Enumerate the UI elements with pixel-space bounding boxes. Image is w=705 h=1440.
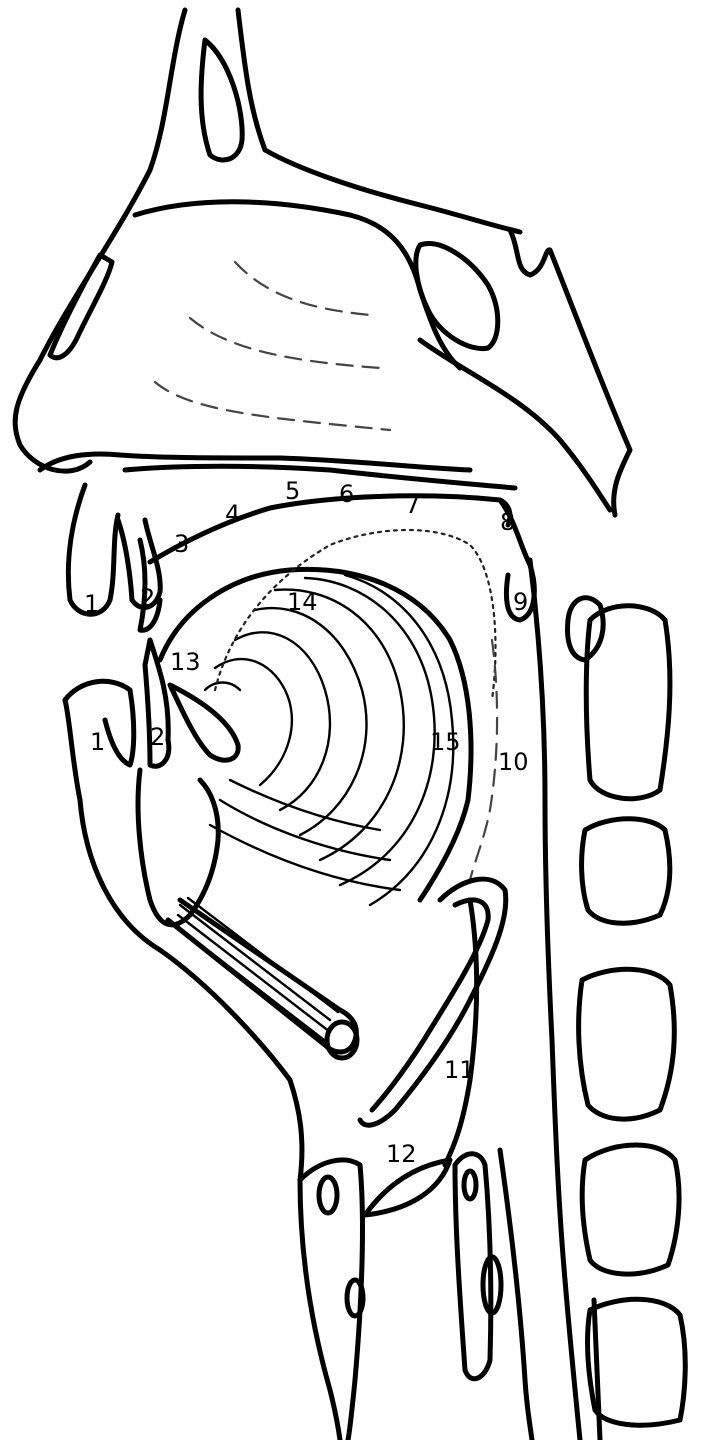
label-2-lower-teeth: 2: [150, 723, 165, 751]
label-9-uvula: 9: [513, 588, 528, 616]
label-14-tongue-body: 14: [287, 588, 318, 616]
label-12-glottis: 12: [386, 1140, 417, 1168]
nasal-conchae: [235, 262, 370, 315]
tongue-fiber: [305, 578, 435, 885]
label-7-palate: 7: [405, 491, 420, 519]
sphenoid-sinus: [416, 244, 498, 349]
nasal-bone-outline: [15, 10, 185, 471]
vertebra-c3: [582, 819, 670, 923]
nasal-conchae: [155, 382, 390, 430]
label-3-alveolar-ridge: 3: [174, 530, 189, 558]
label-8-velum: 8: [500, 508, 515, 536]
tongue-fiber: [255, 608, 367, 835]
epiglottis: [360, 879, 506, 1125]
tongue-fiber: [230, 780, 380, 830]
vertebra-c4: [579, 969, 675, 1119]
label-5-hard-palate: 5: [285, 477, 300, 505]
label-10-pharynx: 10: [498, 748, 529, 776]
chin-outline: [65, 700, 302, 1180]
nasal-cavity-roof: [135, 202, 460, 368]
label-15-tongue-root: 15: [430, 728, 461, 756]
hard-palate-lower: [150, 496, 510, 562]
spinal-line: [594, 1300, 600, 1440]
label-4-postalveolar: 4: [225, 500, 240, 528]
tongue-fiber: [205, 683, 240, 691]
nasal-conchae: [190, 318, 380, 368]
hyoid-muscle-stripe: [178, 915, 330, 1032]
label-13-tongue-tip: 13: [170, 648, 201, 676]
skull-base: [510, 230, 630, 515]
vertebra-c2: [586, 606, 670, 799]
label-1-upper-lip: 1: [84, 590, 99, 618]
esophagus-wall: [500, 1150, 532, 1440]
nasal-bone-inner: [238, 10, 520, 232]
pharyngeal-dashed-line: [470, 640, 497, 880]
trachea-front: [300, 1180, 340, 1440]
hyoid-muscle-stripe: [180, 905, 330, 1020]
vocal-folds: [365, 1160, 450, 1215]
cricoid-ring: [347, 1280, 363, 1316]
label-11-epiglottis: 11: [444, 1056, 475, 1084]
nasal-cartilage: [50, 255, 112, 358]
pharynx-posterior-wall: [530, 560, 580, 1440]
label-2-upper-teeth: 2: [140, 584, 155, 612]
arytenoid-hole: [464, 1171, 476, 1199]
frontal-sinus: [201, 40, 242, 160]
tongue-tip: [170, 685, 238, 760]
label-6-palate: 6: [339, 480, 354, 508]
tongue-fiber: [275, 590, 404, 860]
vertebra-c5: [582, 1145, 679, 1274]
thyroid-hole: [319, 1177, 337, 1213]
pharynx-roof: [420, 340, 610, 510]
label-1-lower-lip: 1: [90, 728, 105, 756]
vertebra-c6: [588, 1299, 686, 1425]
